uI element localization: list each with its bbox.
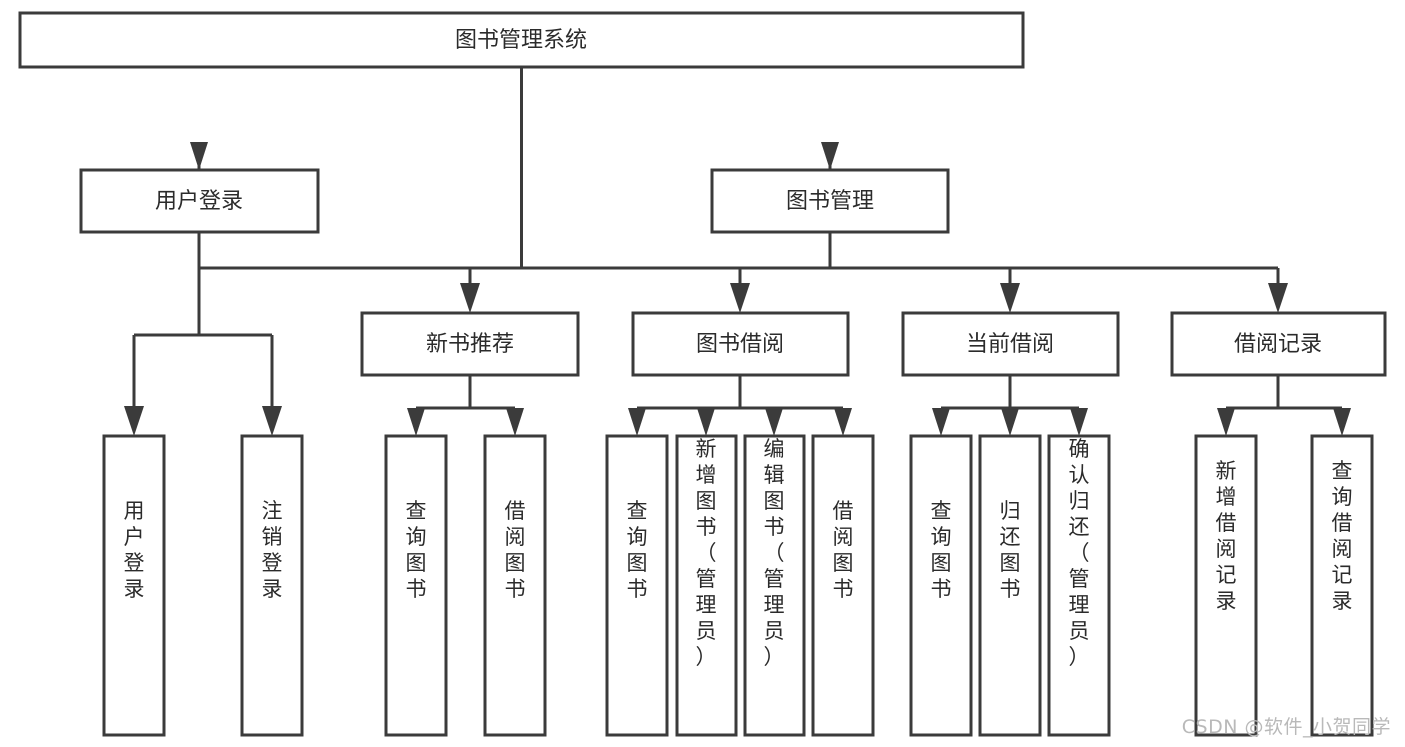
leaf-box-book-borrow-2[interactable] [743,434,806,737]
node-book-borrow-label: 图书借阅 [696,332,784,357]
arrow-head-borrowrecord-leaf-1 [1333,408,1351,436]
node-root-box[interactable] [18,11,1025,69]
node-user-login-label: 用户登录 [155,189,243,214]
node-current-borrow[interactable]: 当前借阅 [901,311,1120,377]
leaf-box-book-borrow-3[interactable] [811,434,875,737]
node-book-management-label: 图书管理 [786,189,874,214]
node-new-book-recommend[interactable]: 新书推荐 [360,311,580,377]
arrow-head-currentborrow-leaf-1 [1001,408,1019,436]
leaf-label-new-book-1: 借阅图书 [505,499,526,601]
node-book-management-box[interactable] [710,168,950,234]
node-root-label: 图书管理系统 [455,28,587,53]
arrow-head-borrow-record [1268,283,1288,313]
node-book-borrow[interactable]: 图书借阅 [631,311,850,377]
leaf-box-user-login-1[interactable] [240,434,304,737]
node-new-book-recommend-label: 新书推荐 [426,332,514,357]
arrow-head-book-borrow [730,283,750,313]
arrow-head-current-borrow [1000,283,1020,313]
leaf-label-book-borrow-3: 借阅图书 [833,499,854,601]
node-new-book-recommend-box[interactable] [360,311,580,377]
connector-layer [124,67,1351,436]
leaf-label-book-borrow-0: 查询图书 [627,499,648,601]
arrow-head-currentborrow-leaf-2 [1070,408,1088,436]
leaf-label-borrow-record-0: 新增借阅记录 [1216,459,1237,613]
node-book-borrow-box[interactable] [631,311,850,377]
leaf-label-book-borrow-1: 新增图书（管理员） [696,437,717,669]
node-current-borrow-box[interactable] [901,311,1120,377]
leaf-label-user-login-0: 用户登录 [124,499,145,601]
arrow-head-borrowrecord-leaf-0 [1217,408,1235,436]
leaf-box-book-borrow-1[interactable] [675,434,738,737]
arrow-head-currentborrow-leaf-0 [932,408,950,436]
leaf-box-current-borrow-1[interactable] [978,434,1042,737]
arrow-head-new-book [460,283,480,313]
arrow-head-userlogin-leaf-1 [262,406,282,436]
arrow-head-book-mgmt [821,142,839,170]
node-current-borrow-label: 当前借阅 [966,332,1054,357]
leaf-box-new-book-0[interactable] [384,434,448,737]
node-root[interactable]: 图书管理系统 [18,11,1025,69]
node-book-management[interactable]: 图书管理 [710,168,950,234]
node-borrow-record[interactable]: 借阅记录 [1170,311,1387,377]
leaf-box-borrow-record-1[interactable] [1310,434,1374,737]
arrow-head-newbook-leaf-1 [506,408,524,436]
node-user-login-box[interactable] [79,168,320,234]
arrow-head-user-login [190,142,208,170]
arrow-head-userlogin-leaf-0 [124,406,144,436]
leaf-box-current-borrow-0[interactable] [909,434,973,737]
leaf-box-borrow-record-0[interactable] [1194,434,1258,737]
leaf-label-current-borrow-2: 确认归还（管理员） [1069,437,1090,669]
leaf-box-new-book-1[interactable] [483,434,547,737]
leaf-label-book-borrow-2: 编辑图书（管理员） [764,437,785,669]
arrow-head-bookborrow-leaf-1 [697,408,715,436]
leaf-box-book-borrow-0[interactable] [605,434,669,737]
arrow-head-bookborrow-leaf-0 [628,408,646,436]
arrow-head-bookborrow-leaf-3 [834,408,852,436]
node-borrow-record-box[interactable] [1170,311,1387,377]
leaf-label-current-borrow-1: 归还图书 [1000,499,1021,601]
leaf-layer: 用户登录 注销登录 查询图书 借阅图书 查询图书 新增图书（管理员） 编辑图书（… [102,434,1374,737]
leaf-box-user-login-0[interactable] [102,434,166,737]
arrow-head-newbook-leaf-0 [407,408,425,436]
leaf-label-current-borrow-0: 查询图书 [931,499,952,601]
leaf-label-new-book-0: 查询图书 [406,499,427,601]
arrow-head-bookborrow-leaf-2 [765,408,783,436]
leaf-label-borrow-record-1: 查询借阅记录 [1332,459,1353,613]
node-user-login[interactable]: 用户登录 [79,168,320,234]
leaf-box-current-borrow-2[interactable] [1047,434,1111,737]
node-borrow-record-label: 借阅记录 [1234,332,1322,357]
leaf-label-user-login-1: 注销登录 [262,499,283,601]
